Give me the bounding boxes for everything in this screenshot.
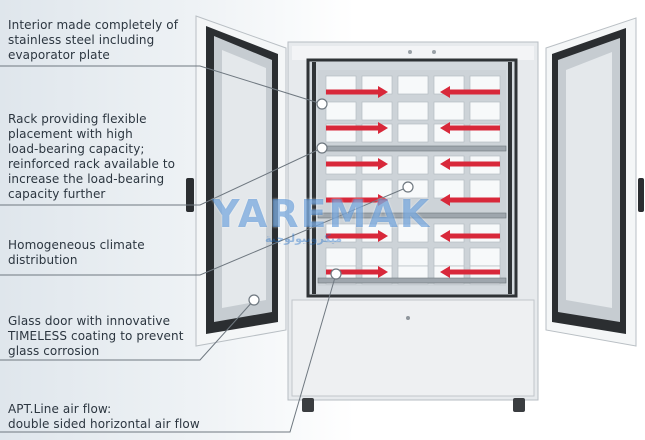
- airflow-arrow: [440, 122, 500, 134]
- storage-box: [397, 123, 429, 143]
- left-glass-door: [186, 15, 287, 347]
- storage-box: [397, 75, 429, 95]
- storage-box: [433, 101, 465, 121]
- callout-glass-door: Glass door with innovative TIMELESS coat…: [8, 314, 184, 358]
- airflow-arrow: [440, 194, 500, 206]
- callout-markers: [248, 98, 414, 306]
- storage-box: [397, 101, 429, 121]
- storage-box: [469, 179, 501, 199]
- storage-box: [361, 101, 393, 121]
- callout-interior: Interior made completely of stainless st…: [8, 18, 179, 62]
- airflow-arrow: [440, 158, 500, 170]
- airflow-arrow: [326, 194, 388, 206]
- storage-box: [469, 223, 501, 243]
- right-door-handle: [638, 178, 644, 212]
- airflow-arrow: [440, 266, 500, 278]
- watermark-logo: YAREMAK: [212, 192, 432, 236]
- callout-climate: Homogeneous climate distribution: [8, 238, 145, 267]
- right-glass-door: [545, 17, 644, 347]
- airflow-arrow: [440, 230, 500, 242]
- callout-airflow: APT.Line air flow: double sided horizont…: [8, 402, 200, 431]
- storage-box: [469, 101, 501, 121]
- storage-boxes: [325, 75, 501, 285]
- airflow-arrow: [326, 86, 388, 98]
- storage-box: [361, 247, 393, 267]
- airflow-arrow: [440, 86, 500, 98]
- airflow-arrows: [326, 86, 500, 278]
- watermark-subtitle: ميكروبيولوجية: [265, 232, 343, 245]
- storage-box: [469, 247, 501, 267]
- left-door-handle: [186, 178, 194, 212]
- caster-right: [513, 398, 525, 412]
- cabinet-top-panel: [292, 46, 534, 60]
- storage-box: [433, 247, 465, 267]
- airflow-arrow: [326, 230, 388, 242]
- storage-box: [397, 223, 429, 243]
- caster-left: [302, 398, 314, 412]
- callout-lines: [0, 65, 409, 433]
- callout-rack: Rack providing flexible placement with h…: [8, 112, 176, 201]
- storage-box: [397, 155, 429, 175]
- storage-box: [325, 101, 357, 121]
- storage-box: [397, 247, 429, 267]
- airflow-arrow: [326, 122, 388, 134]
- storage-box: [325, 247, 357, 267]
- airflow-arrow: [326, 266, 388, 278]
- cabinet-base-panel: [291, 299, 535, 397]
- airflow-arrow: [326, 158, 388, 170]
